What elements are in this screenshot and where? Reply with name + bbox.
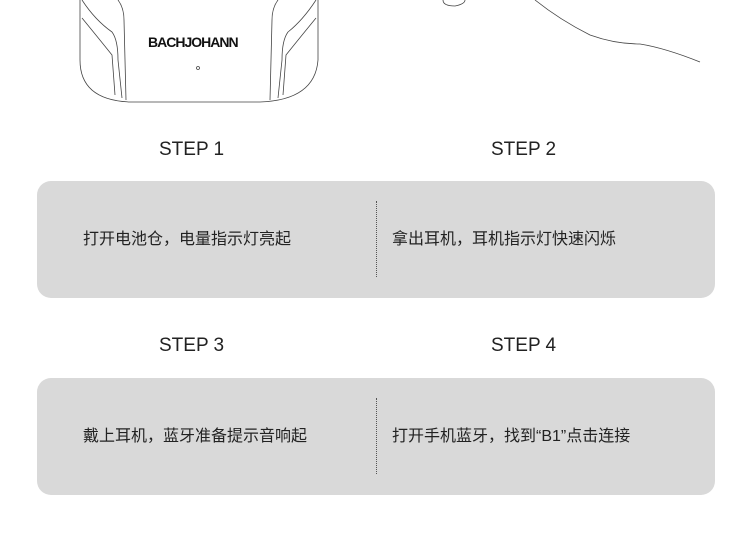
steps-3-4-panel: 戴上耳机，蓝牙准备提示音响起 打开手机蓝牙，找到“B1”点击连接 [37, 378, 715, 495]
step-4-label: STEP 4 [491, 335, 557, 356]
brand-logo: BACHJOHANN [148, 34, 239, 50]
step-3-label: STEP 3 [159, 335, 225, 356]
step-2-label: STEP 2 [491, 139, 557, 160]
step-1-text: 打开电池仓，电量指示灯亮起 [83, 231, 292, 248]
divider [376, 201, 377, 277]
step-4-text: 打开手机蓝牙，找到“B1”点击连接 [392, 428, 631, 445]
step-2-text: 拿出耳机，耳机指示灯快速闪烁 [392, 231, 617, 248]
steps-1-2-panel: 打开电池仓，电量指示灯亮起 拿出耳机，耳机指示灯快速闪烁 [37, 181, 715, 298]
step-3-text: 戴上耳机，蓝牙准备提示音响起 [83, 428, 308, 445]
divider [376, 398, 377, 474]
earbud-case-illustration [79, 0, 701, 103]
step-1-label: STEP 1 [159, 139, 225, 160]
